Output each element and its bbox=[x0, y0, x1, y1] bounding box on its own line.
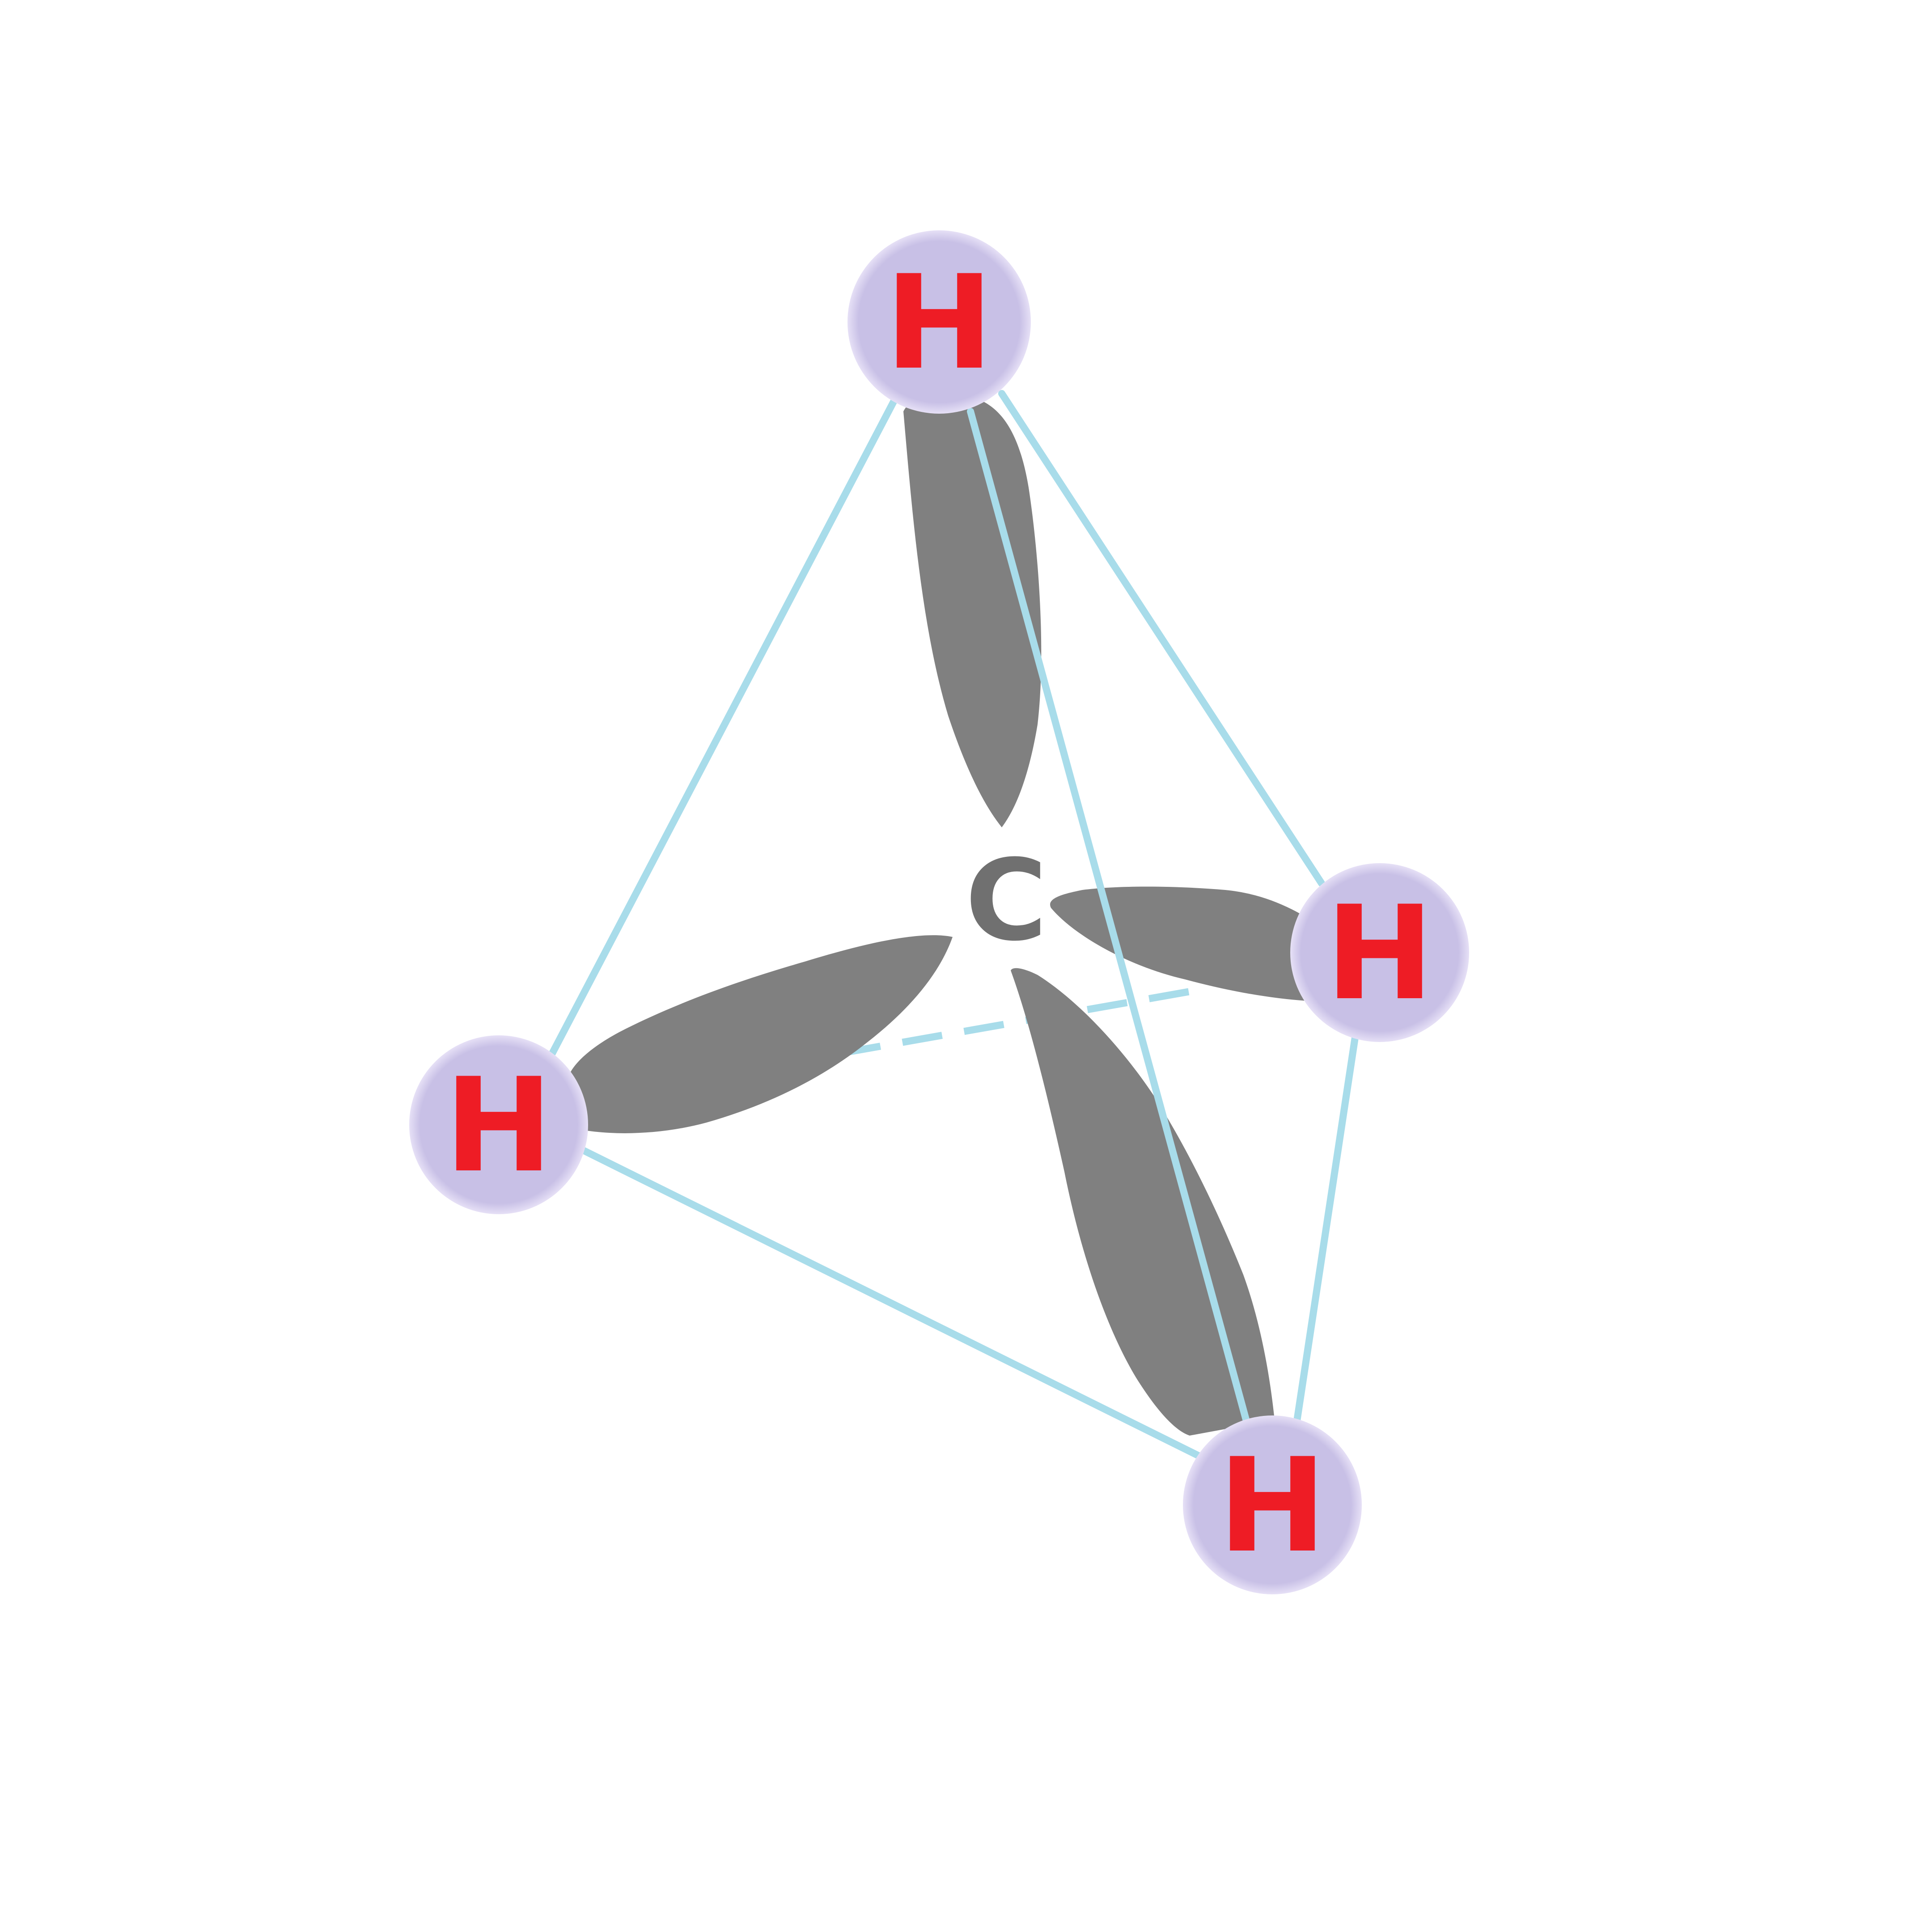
hydrogen-atom-right-sphere bbox=[1290, 863, 1469, 1042]
edge-left-bottom bbox=[578, 1146, 1211, 1464]
hydrogen-atom-top-label: H bbox=[885, 248, 994, 398]
hydrogen-atom-bottom: H bbox=[1183, 1415, 1362, 1594]
hydrogen-atom-left-label: H bbox=[445, 1051, 553, 1201]
hydrogen-atom-top-sphere bbox=[847, 230, 1031, 414]
hydrogen-atom-right-label: H bbox=[1326, 878, 1434, 1029]
hydrogen-atom-bottom-label: H bbox=[1218, 1431, 1327, 1581]
orbital-lobe-bottom bbox=[1011, 968, 1275, 1436]
orbital-lobe-top bbox=[903, 394, 1042, 827]
hydrogen-atom-left-sphere bbox=[409, 1035, 588, 1214]
hydrogen-atom-bottom-sphere bbox=[1183, 1415, 1362, 1594]
edge-right-bottom bbox=[1291, 1034, 1359, 1439]
orbital-lobes bbox=[568, 394, 1333, 1436]
orbital-lobe-left bbox=[568, 935, 953, 1133]
orbital-lobe-right bbox=[1050, 886, 1333, 1002]
tetrahedron-edges bbox=[549, 390, 1359, 1464]
hydrogen-atom-left: H bbox=[409, 1035, 588, 1214]
edge-top-bottom bbox=[967, 408, 1256, 1446]
hydrogen-atom-right: H bbox=[1290, 863, 1469, 1042]
hydrogen-atom-top: H bbox=[847, 230, 1031, 414]
edge-top-right bbox=[998, 390, 1325, 887]
carbon-atom-label: C bbox=[965, 835, 1047, 966]
edge-top-left bbox=[549, 392, 900, 1057]
